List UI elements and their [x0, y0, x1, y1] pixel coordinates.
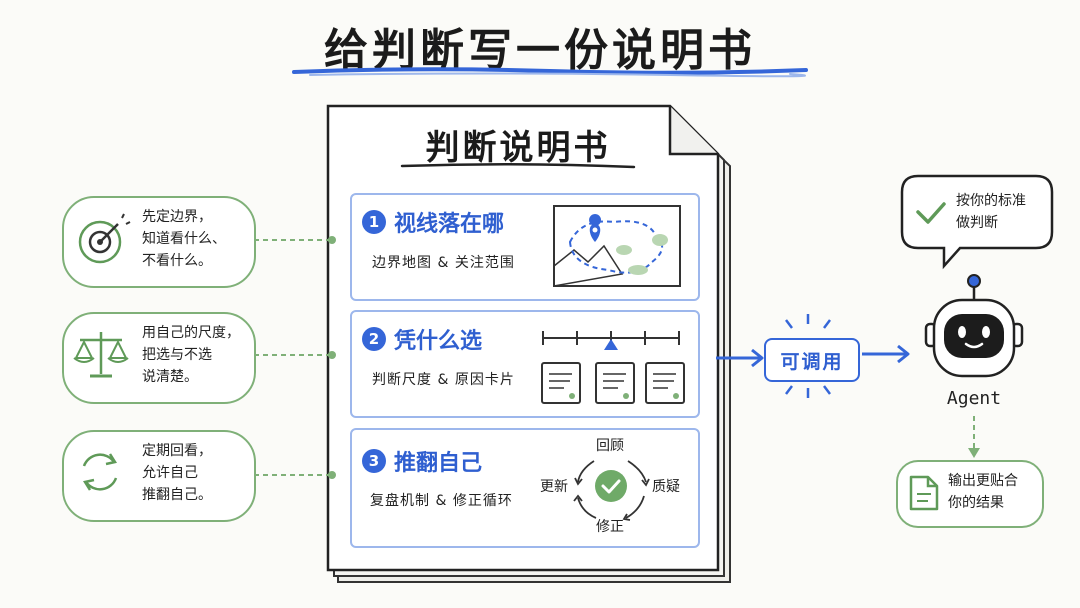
note-boundary-text: 先定边界， 知道看什么、 不看什么。 — [142, 209, 226, 269]
section-3-heading: 3 推翻自己 — [362, 445, 482, 477]
section-2-number: 2 — [362, 327, 386, 351]
note-criteria — [62, 312, 256, 404]
cycle-label-question: 质疑 — [652, 479, 680, 495]
note-revision — [62, 430, 256, 522]
section-3-number: 3 — [362, 449, 386, 473]
cycle-label-review: 回顾 — [596, 438, 624, 454]
section-2-heading: 2 凭什么选 — [362, 323, 482, 355]
note-revision-text: 定期回看， 允许自己 推翻自己。 — [142, 443, 212, 503]
scale-ruler-icon — [542, 331, 680, 350]
note-connectors — [254, 236, 336, 479]
section-1-title: 视线落在哪 — [394, 212, 505, 237]
target-icon — [78, 213, 131, 264]
section-1-heading: 1 视线落在哪 — [362, 206, 504, 238]
flow-arrows — [716, 314, 910, 398]
section-1-number: 1 — [362, 210, 386, 234]
robot-icon — [924, 274, 1024, 378]
agent-label: Agent — [946, 388, 1002, 409]
document-title-underline — [400, 162, 636, 169]
map-icon — [553, 205, 681, 287]
section-2-subtitle: 判断尺度 & 原因卡片 — [372, 372, 515, 388]
revision-cycle-icon — [573, 460, 650, 521]
section-2-title: 凭什么选 — [394, 329, 483, 354]
section-self-revision — [350, 428, 700, 548]
reason-cards-icon — [541, 362, 685, 404]
document-title: 判断说明书 — [425, 128, 611, 168]
result-note-text: 输出更贴合 你的结果 — [948, 473, 1018, 511]
section-selection-criteria — [350, 310, 700, 418]
scale-icon — [73, 332, 129, 378]
title-underline — [292, 67, 808, 78]
section-3-subtitle: 复盘机制 & 修正循环 — [370, 493, 513, 509]
cycle-label-update: 更新 — [540, 479, 568, 495]
cycle-icon — [82, 453, 118, 491]
speech-bubble-text: 按你的标准 做判断 — [956, 193, 1026, 231]
section-3-title: 推翻自己 — [394, 451, 483, 476]
speech-bubble — [900, 174, 1054, 270]
result-arrow — [968, 416, 980, 458]
section-1-subtitle: 边界地图 & 关注范围 — [372, 255, 515, 271]
callable-label: 可调用 — [764, 338, 860, 382]
document-icon — [909, 475, 939, 511]
note-criteria-text: 用自己的尺度， 把选与不选 说清楚。 — [142, 325, 240, 385]
cycle-label-correct: 修正 — [596, 519, 624, 535]
